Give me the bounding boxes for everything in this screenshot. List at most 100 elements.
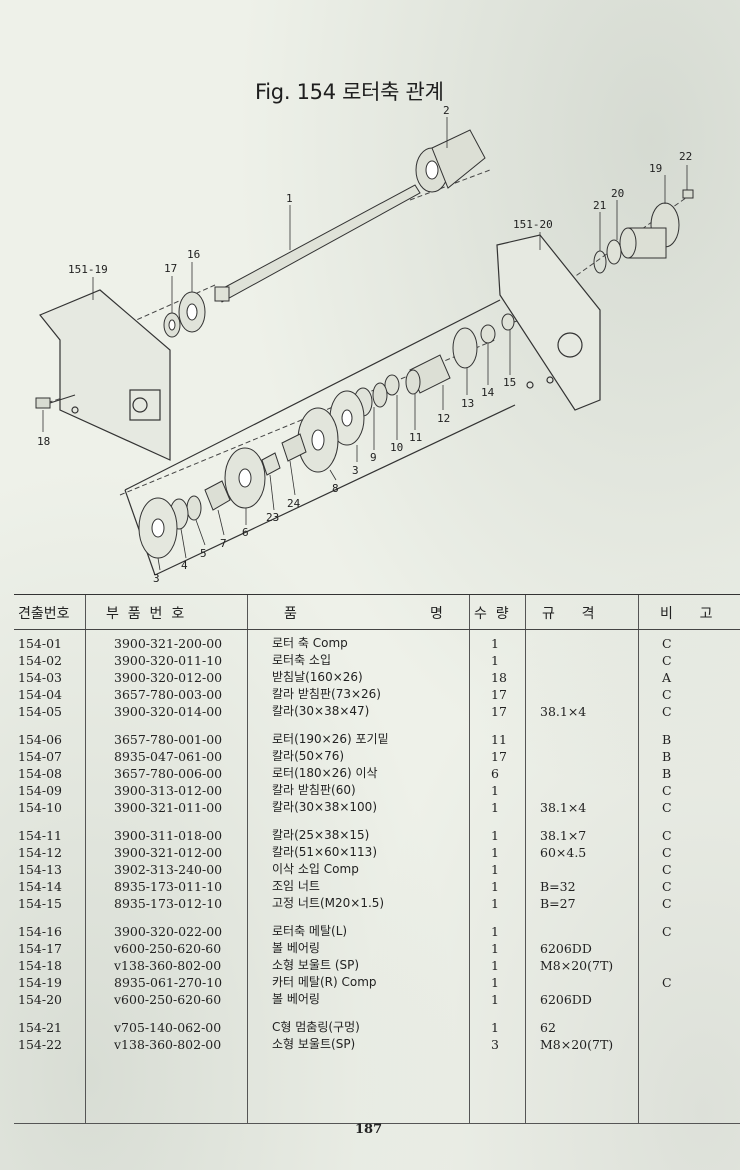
callout-2: 2 <box>443 104 450 117</box>
callout-4: 4 <box>181 559 188 572</box>
callout-7: 7 <box>220 537 227 550</box>
cell-spec: 38.1×7 <box>540 828 587 843</box>
cell-no: 154-02 <box>18 653 62 668</box>
cell-no: 154-07 <box>18 749 62 764</box>
callout-18: 18 <box>37 435 50 448</box>
cell-name: 로터(180×26) 이삭 <box>272 766 378 780</box>
cell-no: 154-14 <box>18 879 62 894</box>
cell-part-no: 3900-321-011-00 <box>114 800 223 815</box>
cell-name: 받침날(160×26) <box>272 670 363 684</box>
frame-ref-left: 151-19 <box>68 263 108 276</box>
page-number: 187 <box>355 1122 383 1137</box>
collar-24 <box>281 433 307 462</box>
collar-11 <box>384 374 400 396</box>
cell-spec: B=27 <box>540 896 576 911</box>
cell-name: 이삭 소입 Comp <box>272 862 359 876</box>
collar-23 <box>261 452 281 476</box>
cell-part-no: 3900-313-012-00 <box>114 783 223 798</box>
header-qty: 수 량 <box>474 606 509 622</box>
cell-name: 로터(190×26) 포기밑 <box>272 732 389 746</box>
callout-leader-lines <box>42 117 688 571</box>
cell-no: 154-21 <box>18 1020 62 1035</box>
callout-6: 6 <box>242 526 249 539</box>
cell-note: B <box>662 766 672 781</box>
cell-no: 154-15 <box>18 896 62 911</box>
callout-14: 14 <box>481 386 495 399</box>
bearing-17 <box>163 312 181 338</box>
header-name-right: 명 <box>430 606 443 622</box>
header-rule <box>14 629 740 630</box>
exploded-parts-diagram: 1 2 3 3 4 5 6 7 8 9 10 11 12 13 14 15 16… <box>35 104 694 585</box>
callout-11: 11 <box>409 431 422 444</box>
cell-name: 칼라(25×38×15) <box>272 828 370 842</box>
cell-qty: 1 <box>491 924 499 939</box>
cell-no: 154-10 <box>18 800 62 815</box>
snap-ring-21 <box>593 250 607 274</box>
header-name-left: 품 <box>284 606 297 622</box>
cell-no: 154-01 <box>18 636 62 651</box>
cell-note: C <box>662 828 672 843</box>
cell-name: 볼 베어링 <box>272 941 320 955</box>
cell-part-no: 3900-320-014-00 <box>114 704 223 719</box>
cell-note: C <box>662 924 672 939</box>
cell-name: 칼라(51×60×113) <box>272 845 377 859</box>
column-divider <box>638 595 639 1123</box>
cell-no: 154-16 <box>18 924 62 939</box>
callout-10: 10 <box>390 441 403 454</box>
cell-qty: 1 <box>491 958 499 973</box>
cell-no: 154-08 <box>18 766 62 781</box>
cell-name: C형 멈춤링(구멍) <box>272 1020 360 1034</box>
cell-note: C <box>662 783 672 798</box>
cell-qty: 17 <box>491 749 507 764</box>
cell-note: C <box>662 636 672 651</box>
callout-12: 12 <box>437 412 450 425</box>
column-divider <box>85 595 86 1123</box>
collar-5 <box>186 495 202 521</box>
cell-part-no: 3657-780-006-00 <box>114 766 223 781</box>
cell-note: B <box>662 749 672 764</box>
cell-part-no: v138-360-802-00 <box>114 1037 222 1052</box>
cell-part-no: 3657-780-003-00 <box>114 687 223 702</box>
rotor-shaft-1 <box>214 184 421 303</box>
figure-title: Fig. 154 로터축 관계 <box>255 80 444 104</box>
cell-qty: 17 <box>491 704 507 719</box>
right-frame-151-20 <box>496 234 601 411</box>
column-divider <box>247 595 248 1123</box>
cell-spec: 38.1×4 <box>540 800 587 815</box>
cell-qty: 1 <box>491 992 499 1007</box>
cell-part-no: 3900-320-011-10 <box>114 653 223 668</box>
cell-name: 카터 메탈(R) Comp <box>272 975 377 989</box>
bolt-18 <box>35 394 76 409</box>
rotor-6 <box>224 447 266 509</box>
cell-spec: B=32 <box>540 879 576 894</box>
cell-qty: 1 <box>491 800 499 815</box>
cell-no: 154-18 <box>18 958 62 973</box>
cell-no: 154-12 <box>18 845 62 860</box>
cell-no: 154-13 <box>18 862 62 877</box>
cell-part-no: v138-360-802-00 <box>114 958 222 973</box>
cell-part-no: 3900-320-022-00 <box>114 924 223 939</box>
callout-16: 16 <box>187 248 200 261</box>
cell-part-no: 8935-061-270-10 <box>114 975 223 990</box>
cell-name: 로터 축 Comp <box>272 636 348 650</box>
cell-no: 154-09 <box>18 783 62 798</box>
cell-name: 볼 베어링 <box>272 992 320 1006</box>
cell-qty: 17 <box>491 687 507 702</box>
cell-name: 칼라(30×38×47) <box>272 704 370 718</box>
cell-name: 칼라(30×38×100) <box>272 800 377 814</box>
cell-qty: 18 <box>491 670 507 685</box>
column-divider <box>469 595 470 1123</box>
column-divider <box>525 595 526 1123</box>
callout-3-upper: 3 <box>352 464 359 477</box>
